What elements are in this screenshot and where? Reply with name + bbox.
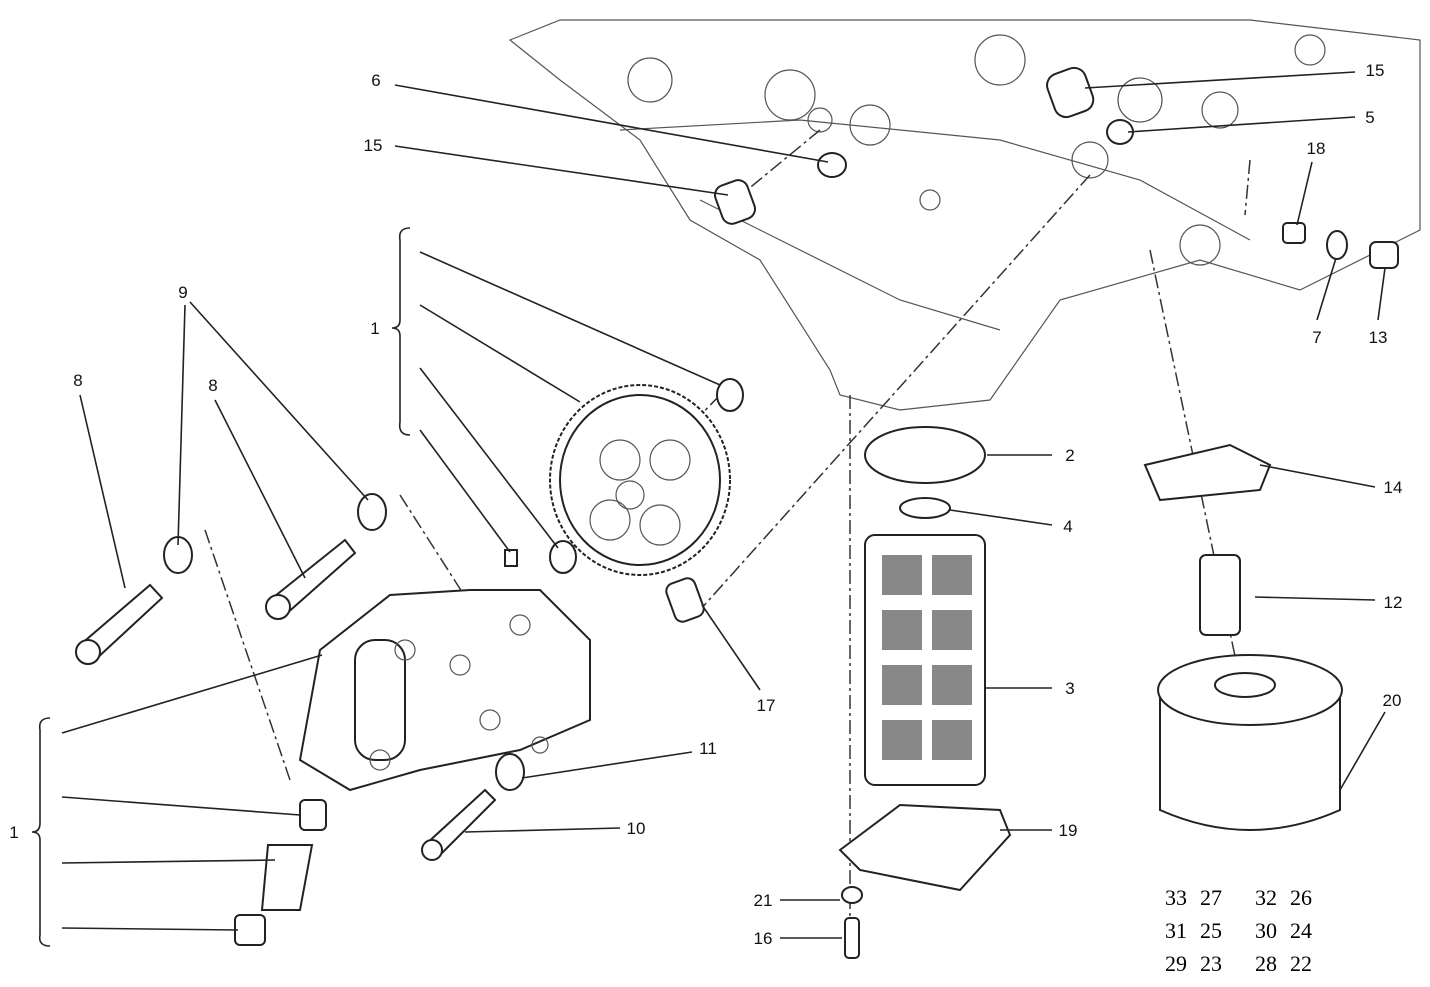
callout-15: 15 — [364, 136, 383, 155]
callout-8: 8 — [73, 371, 82, 390]
ref-number: 22 — [1290, 951, 1312, 976]
callout-11: 11 — [699, 739, 717, 758]
callout-21: 21 — [754, 891, 773, 910]
callout-1: 1 — [9, 823, 18, 842]
callout-4: 4 — [1063, 517, 1072, 536]
callout-12: 12 — [1384, 593, 1403, 612]
leader-lines — [61, 71, 1386, 939]
callout-2: 2 — [1065, 446, 1074, 465]
ref-number: 27 — [1200, 885, 1222, 910]
callout-15: 15 — [1366, 61, 1385, 80]
callout-17: 17 — [757, 696, 776, 715]
oil-pump-body — [298, 589, 591, 792]
ref-number: 23 — [1200, 951, 1222, 976]
callout-8: 8 — [208, 376, 217, 395]
callout-labels: 6 15 15 5 18 7 13 1 9 8 8 2 4 14 12 20 3… — [9, 61, 1402, 948]
ref-number: 32 — [1255, 885, 1277, 910]
callout-14: 14 — [1384, 478, 1403, 497]
cartridge-oil-filter — [1143, 443, 1343, 831]
ref-number: 24 — [1290, 918, 1312, 943]
assembly-axes — [204, 129, 1251, 960]
callout-3: 3 — [1065, 679, 1074, 698]
engine-crankcase — [508, 19, 1421, 411]
oil-filter-screen — [838, 426, 1012, 959]
callout-18: 18 — [1307, 139, 1326, 158]
callout-6: 6 — [371, 71, 380, 90]
callout-13: 13 — [1369, 328, 1388, 347]
reference-numbers: 33 27 32 26 31 25 30 24 29 23 28 22 — [1165, 885, 1312, 976]
ref-number: 29 — [1165, 951, 1187, 976]
group-bracket-lower — [31, 717, 51, 947]
ref-number: 31 — [1165, 918, 1187, 943]
callout-19: 19 — [1059, 821, 1078, 840]
callout-20: 20 — [1383, 691, 1402, 710]
group-bracket-upper — [391, 227, 411, 436]
callout-1: 1 — [370, 319, 379, 338]
oil-pump-gear — [549, 384, 731, 576]
screws-and-washers — [75, 66, 1399, 946]
callout-7: 7 — [1312, 328, 1321, 347]
ref-number: 30 — [1255, 918, 1277, 943]
ref-number: 26 — [1290, 885, 1312, 910]
ref-number: 25 — [1200, 918, 1222, 943]
callout-16: 16 — [754, 929, 773, 948]
ref-number: 28 — [1255, 951, 1277, 976]
callout-5: 5 — [1365, 108, 1374, 127]
callout-9: 9 — [178, 283, 187, 302]
callout-10: 10 — [627, 819, 646, 838]
ref-number: 33 — [1165, 885, 1187, 910]
